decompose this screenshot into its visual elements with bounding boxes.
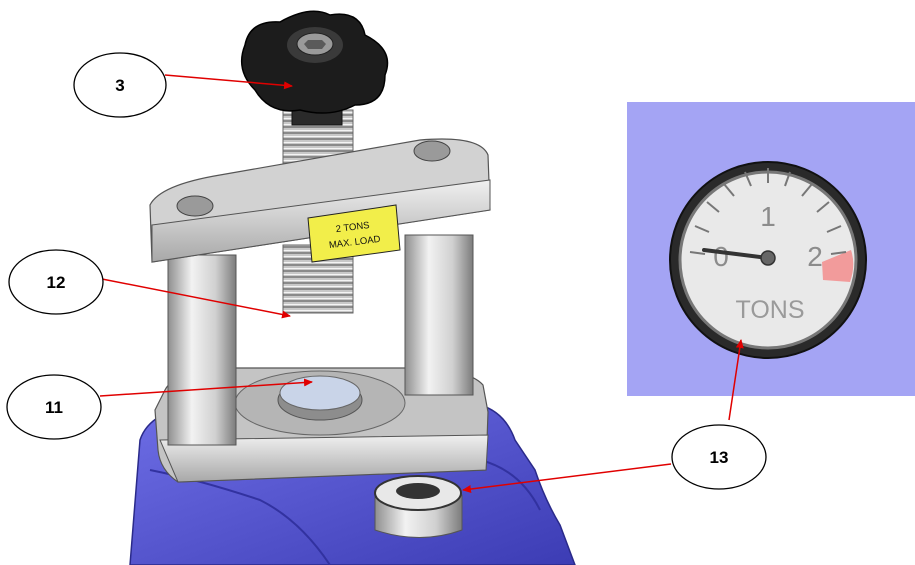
plate-line-1: 2 TONS	[335, 220, 370, 235]
callout-3: 3	[73, 52, 167, 118]
callout-12-label: 12	[47, 273, 66, 292]
leader-line-3	[164, 74, 293, 90]
callout-13-label: 13	[710, 448, 729, 467]
gauge-tick-1: 1	[760, 201, 776, 232]
leader-line-11	[99, 378, 313, 397]
leader-line-12	[101, 278, 291, 319]
gauge-inset: 0 1 2 TONS	[627, 102, 915, 396]
knob-icon	[240, 10, 389, 114]
gauge-hub	[760, 250, 776, 266]
callout-12: 12	[8, 249, 104, 315]
gauge-needle	[702, 248, 770, 260]
gauge-tick-2: 2	[807, 241, 823, 272]
leader-line-13-base	[462, 463, 672, 493]
base-gauge-icon	[374, 475, 463, 538]
gauge-unit-label: TONS	[736, 296, 805, 324]
leader-lines	[99, 74, 744, 493]
callout-3-label: 3	[115, 76, 124, 95]
gauge-tick-0: 0	[713, 241, 729, 272]
max-load-plate: 2 TONS MAX. LOAD	[307, 204, 401, 263]
gauge-tick-marks	[689, 168, 847, 255]
right-column	[404, 234, 474, 396]
callout-13: 13	[671, 424, 767, 490]
anvil	[277, 375, 363, 421]
leader-line-13-inset	[728, 339, 744, 421]
callout-11: 11	[6, 374, 102, 440]
left-column	[167, 254, 237, 446]
callout-11-label: 11	[45, 398, 63, 417]
